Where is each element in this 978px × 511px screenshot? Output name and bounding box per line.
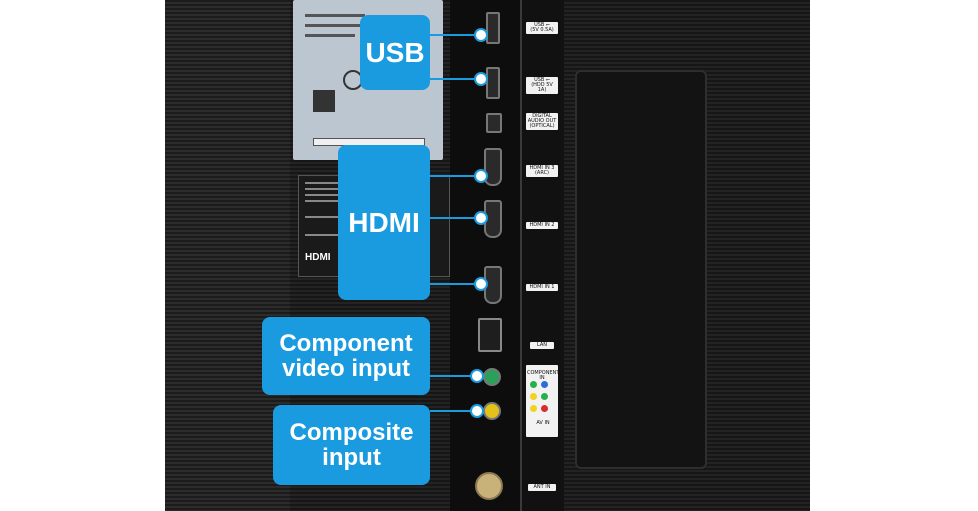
label-lan: LAN [530, 342, 554, 349]
port-strip [450, 0, 525, 511]
hdmi-pointer-dot-1 [474, 277, 488, 291]
label-component: COMPONENT IN [527, 370, 560, 381]
optical-port [486, 113, 502, 133]
label-hdmi-3: HDMI IN 3 (ARC) [526, 165, 558, 177]
label-av: AV IN [536, 420, 550, 426]
usb-port-1 [486, 12, 500, 44]
label-ant: ANT IN [528, 484, 556, 491]
hdmi-leader-3 [430, 175, 480, 177]
component-jack [483, 368, 501, 386]
usb-pointer-dot-1 [474, 28, 488, 42]
composite-pointer-dot [470, 404, 484, 418]
component-leader [430, 375, 474, 377]
composite-callout: Composite input [273, 405, 430, 485]
textured-casing-left [165, 0, 290, 511]
hdmi-logo: HDMI [305, 252, 331, 263]
usb-port-2 [486, 67, 500, 99]
red-swatch [541, 405, 548, 412]
tv-back-panel-photo: HDMI USB ⭠ (5V 0.5A) USB ⭠ (HDD 5V 1A) D… [165, 0, 810, 511]
composite-jack [483, 402, 501, 420]
hdmi-port-3 [484, 148, 502, 186]
usb-pointer-dot-2 [474, 72, 488, 86]
label-usb-1: USB ⭠ (5V 0.5A) [526, 22, 558, 34]
label-usb-2: USB ⭠ (HDD 5V 1A) [526, 77, 558, 94]
hdmi-pointer-dot-2 [474, 211, 488, 225]
label-component-av: COMPONENT IN AV IN [526, 365, 560, 437]
hdmi-leader-2 [430, 217, 480, 219]
label-hdmi-2: HDMI IN 2 [526, 222, 558, 229]
component-pointer-dot [470, 369, 484, 383]
label-hdmi-1: HDMI IN 1 [526, 284, 558, 291]
green-swatch-2 [541, 393, 548, 400]
yellow-swatch-2 [530, 405, 537, 412]
antenna-jack [475, 472, 503, 500]
lan-port [478, 318, 502, 352]
hdmi-pointer-dot-3 [474, 169, 488, 183]
composite-leader [430, 410, 474, 412]
qr-code-icon [313, 90, 335, 112]
hdmi-leader-1 [430, 283, 480, 285]
usb-callout: USB [360, 15, 430, 90]
component-callout: Component video input [262, 317, 430, 395]
green-swatch [530, 381, 537, 388]
label-optical: DIGITAL AUDIO OUT (OPTICAL) [526, 113, 558, 130]
blue-swatch [541, 381, 548, 388]
usb-leader-1 [430, 34, 480, 36]
port-label-column: USB ⭠ (5V 0.5A) USB ⭠ (HDD 5V 1A) DIGITA… [520, 0, 564, 511]
hdmi-callout: HDMI [338, 145, 430, 300]
vent-panel [575, 70, 707, 469]
usb-leader-2 [430, 78, 480, 80]
yellow-swatch [530, 393, 537, 400]
